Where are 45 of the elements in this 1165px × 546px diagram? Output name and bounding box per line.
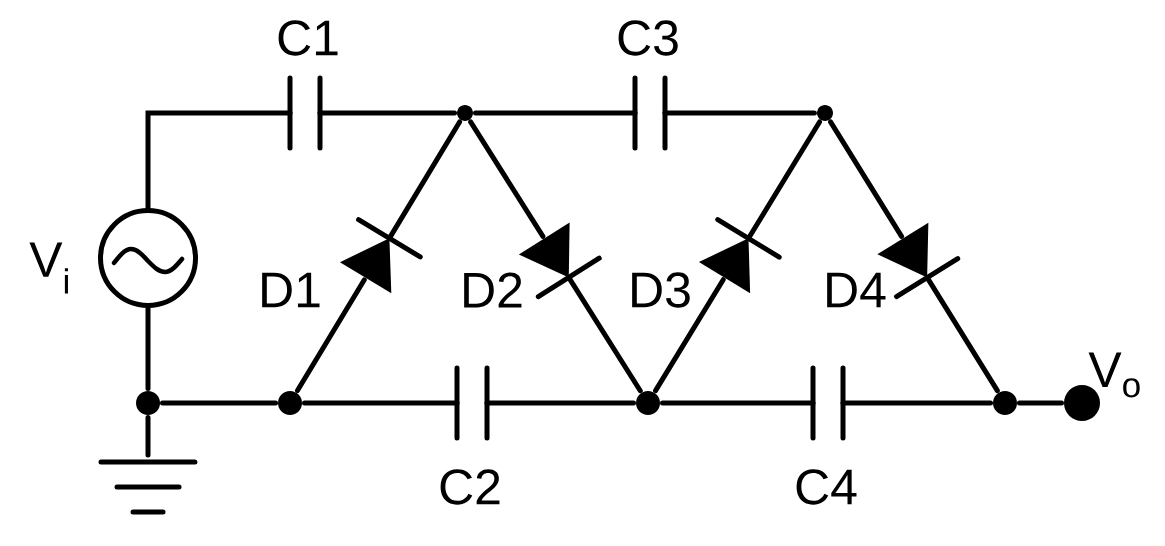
wire (295, 277, 367, 394)
wire (473, 110, 638, 116)
component-label: V$_{o}$ (1088, 352, 1140, 398)
ac-source-symbol (98, 208, 198, 308)
component-label: D1 (262, 272, 320, 308)
component-label: D3 (632, 272, 690, 308)
wire (145, 110, 293, 211)
diode-symbol (339, 217, 423, 294)
wire (1017, 400, 1064, 406)
junction-dot (278, 391, 302, 415)
component-label: C2 (440, 469, 500, 505)
wire (484, 400, 636, 406)
wire (317, 110, 457, 116)
junction-dot (136, 391, 160, 415)
ground-symbol (98, 459, 198, 515)
capacitor-symbol (454, 365, 490, 441)
output-terminal (1064, 385, 1100, 421)
wire (653, 277, 726, 394)
component-label: V$_{i}$ (29, 242, 68, 294)
junction-dot (457, 105, 473, 121)
wire (840, 400, 993, 406)
wire (660, 400, 816, 406)
wire (567, 277, 643, 394)
capacitor-symbol (287, 75, 323, 151)
wire (747, 119, 823, 239)
diode-symbol (698, 217, 782, 294)
component-label: C1 (278, 20, 338, 56)
wire (145, 305, 151, 391)
junction-dot (636, 391, 660, 415)
wire (145, 415, 151, 458)
capacitor-symbol (632, 75, 668, 151)
component-label: C4 (796, 469, 857, 505)
component-label: C3 (618, 20, 678, 56)
wire (925, 277, 1000, 394)
capacitor-symbol (810, 365, 846, 441)
wire (302, 400, 460, 406)
component-label: D4 (827, 272, 886, 308)
wire (160, 400, 278, 406)
wire (468, 119, 546, 239)
junction-dot (993, 391, 1017, 415)
wire (388, 119, 463, 239)
junction-dot (817, 105, 833, 121)
wire (828, 119, 905, 239)
wire (662, 110, 817, 116)
component-label: D2 (464, 272, 522, 308)
